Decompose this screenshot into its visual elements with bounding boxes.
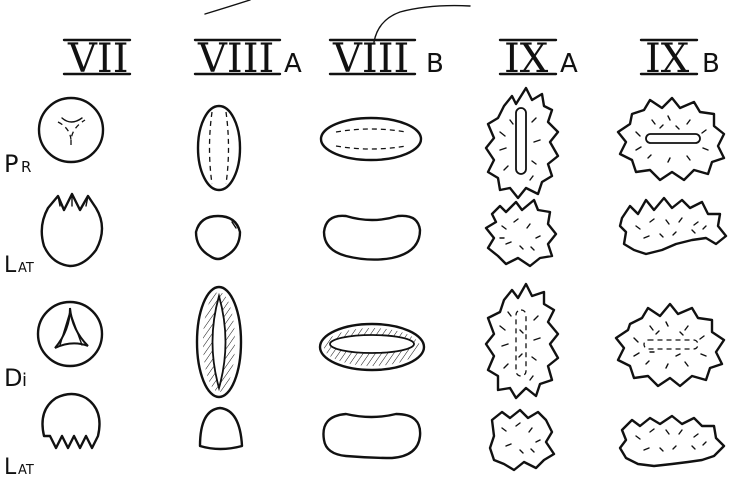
row-label-lateral-2-small: AT	[18, 463, 34, 478]
grain-viii-a-distal	[197, 287, 241, 397]
grain-ix-a-polar	[486, 88, 558, 198]
row-label-polar-big: P	[4, 150, 18, 178]
grain-ix-b-polar	[618, 98, 724, 180]
row-label-polar: P R	[4, 150, 31, 178]
grain-viii-b-distal	[320, 324, 424, 370]
grain-vii-polar	[39, 98, 103, 162]
grain-vii-lateral-2	[43, 394, 100, 448]
grain-ix-a-distal	[486, 284, 558, 398]
row-label-lateral-1-small: AT	[18, 261, 34, 276]
row-label-lateral-1-big: L	[4, 253, 17, 278]
row-label-polar-small: R	[21, 158, 31, 176]
row-label-lateral-1: L AT	[4, 253, 34, 278]
row-label-lateral-2: L AT	[4, 455, 34, 479]
row-label-distal-big: D	[4, 364, 22, 392]
grain-viii-a-lateral	[196, 216, 240, 259]
grain-viii-b-lateral	[324, 216, 420, 260]
grain-viii-b-polar	[321, 118, 421, 160]
grain-vii-distal	[38, 302, 102, 366]
grain-ix-a-lateral	[486, 200, 556, 266]
row-label-lateral-2-big: L	[4, 455, 17, 479]
grain-viii-a-polar	[198, 106, 240, 190]
grain-ix-b-lateral	[620, 198, 726, 254]
row-label-distal: D i	[4, 364, 27, 392]
suffix-viii-a: A	[284, 49, 302, 79]
grain-vii-lateral	[42, 194, 102, 266]
grain-viii-a-lateral-2	[200, 408, 242, 449]
column-heading-ix-b: IX B	[641, 36, 720, 82]
column-heading-viii-b: VIII B	[330, 36, 444, 82]
pen-stroke-top-left	[205, 0, 250, 14]
grain-ix-b-distal	[616, 304, 724, 386]
column-heading-viii-a: VIII A	[195, 36, 302, 82]
suffix-ix-b: B	[702, 49, 720, 79]
suffix-viii-b: B	[426, 49, 444, 79]
row-label-distal-small: i	[22, 370, 27, 391]
suffix-ix-a: A	[560, 49, 578, 79]
grain-viii-b-lateral-2	[323, 414, 420, 458]
column-heading-vii: VII	[64, 36, 130, 82]
grain-ix-a-lateral-2	[490, 410, 554, 470]
column-heading-ix-a: IX A	[500, 36, 578, 82]
grain-ix-b-lateral-2	[620, 416, 724, 466]
